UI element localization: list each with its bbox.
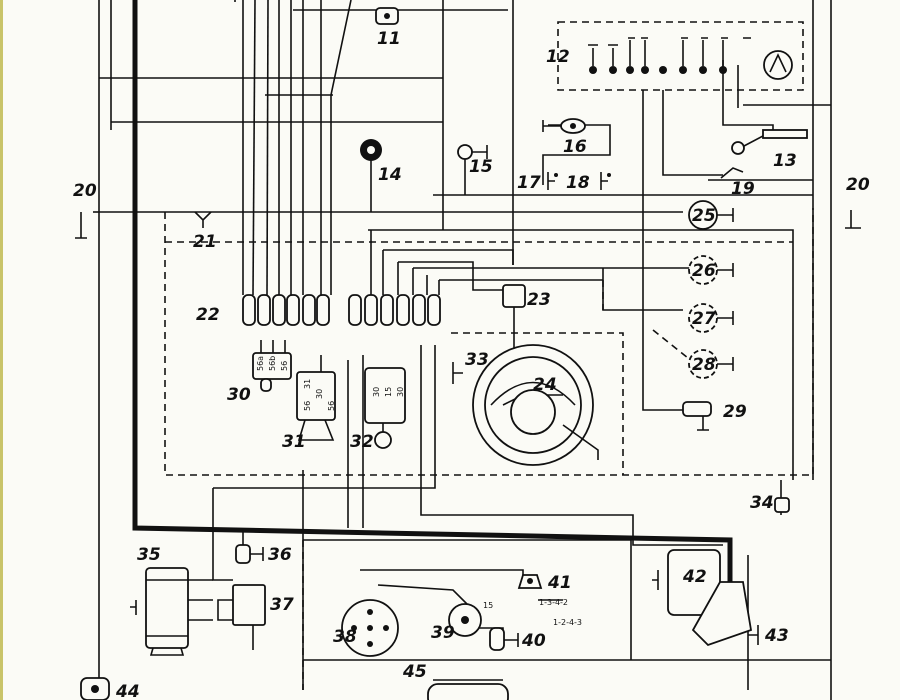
label-39: 39 [431, 623, 455, 643]
component-labels: 11 12 13 14 15 16 17 18 19 20 20 21 22 2… [73, 29, 870, 700]
main-wiring [98, 0, 832, 700]
lamp-26 [688, 255, 734, 285]
label-38: 38 [333, 627, 357, 647]
lamp-27 [688, 303, 734, 333]
dashed-boundaries [93, 21, 814, 690]
label-22: 22 [196, 305, 220, 325]
condenser-40 [489, 627, 519, 651]
label-33: 33 [465, 350, 489, 370]
wiring-schematic: 11 12 13 14 15 16 17 18 19 20 20 21 22 2… [73, 0, 870, 700]
label-18: 18 [566, 173, 590, 193]
terminal-30-56b: 56b [268, 356, 277, 371]
label-12: 12 [546, 47, 570, 67]
label-45: 45 [402, 662, 427, 682]
switch-19 [720, 167, 744, 179]
contacts-17-18 [547, 172, 611, 190]
lamp-25 [688, 200, 734, 230]
label-17: 17 [517, 173, 541, 193]
lamp-28 [688, 349, 734, 379]
horn-14 [360, 139, 382, 161]
fuse-block-22 [242, 294, 441, 326]
firing-order-2: 1-2-4-3 [553, 618, 582, 627]
label-14: 14 [378, 165, 402, 185]
distributor-38 [341, 599, 399, 657]
label-35: 35 [137, 545, 161, 565]
generator-45 [427, 683, 509, 700]
terminal-32-15: 15 [384, 387, 393, 397]
plug-41 [517, 574, 543, 589]
coil-39 [448, 603, 482, 637]
switch-16 [542, 118, 586, 134]
terminal-31-56b: 56 [327, 401, 336, 411]
wiper-31 [296, 355, 336, 441]
label-28: 28 [692, 355, 716, 375]
switch-33 [452, 362, 463, 384]
label-20-right: 20 [846, 175, 870, 195]
label-27: 27 [692, 309, 716, 329]
sender-29 [682, 401, 712, 431]
label-16: 16 [563, 137, 587, 157]
terminal-31-56a: 56 [303, 401, 312, 411]
label-21: 21 [193, 232, 217, 252]
terminal-31-31: 31 [303, 379, 312, 389]
terminal-labels: 56a 56b 56 31 30 56 56 30 15 30 1-3-4-2 … [256, 356, 582, 627]
connector-20-left [75, 212, 87, 239]
regulator-37 [232, 584, 266, 626]
label-23: 23 [527, 290, 551, 310]
instrument-24 [472, 344, 599, 466]
switch-30 [252, 340, 292, 392]
relay-block-12 [588, 37, 793, 80]
label-19: 19 [731, 179, 755, 199]
lamp-44 [80, 677, 110, 700]
label-24: 24 [533, 375, 557, 395]
lamp-15 [457, 144, 488, 160]
label-15: 15 [469, 157, 493, 177]
label-20-left: 20 [73, 181, 97, 201]
label-36: 36 [268, 545, 292, 565]
label-42: 42 [682, 567, 707, 587]
fuse-36 [235, 544, 264, 564]
label-40: 40 [521, 631, 546, 651]
label-37: 37 [270, 595, 294, 615]
label-34: 34 [750, 493, 774, 513]
junction-21 [194, 211, 212, 228]
connector-34 [774, 497, 790, 513]
label-32: 32 [350, 432, 374, 452]
terminal-39-15: 15 [483, 601, 493, 610]
label-43: 43 [764, 626, 789, 646]
connector-11 [375, 7, 399, 25]
terminal-32-30b: 30 [396, 387, 405, 397]
terminal-32-30a: 30 [372, 387, 381, 397]
label-26: 26 [692, 261, 716, 281]
label-29: 29 [723, 402, 747, 422]
label-13: 13 [773, 151, 797, 171]
connector-20-right [845, 210, 861, 229]
label-11: 11 [377, 29, 401, 49]
ignition-32 [364, 367, 406, 449]
battery-35 [130, 567, 189, 656]
label-41: 41 [547, 573, 572, 593]
label-25: 25 [692, 206, 716, 226]
label-44: 44 [115, 682, 140, 700]
terminal-31-30: 30 [315, 389, 324, 399]
terminal-30-56: 56 [280, 361, 289, 371]
label-31: 31 [282, 432, 306, 452]
firing-order-1: 1-3-4-2 [539, 598, 568, 607]
switch-13 [731, 129, 808, 155]
terminal-30-56a: 56a [256, 356, 265, 371]
starter-42 [652, 549, 753, 647]
switch-43 [748, 625, 759, 645]
label-30: 30 [227, 385, 251, 405]
